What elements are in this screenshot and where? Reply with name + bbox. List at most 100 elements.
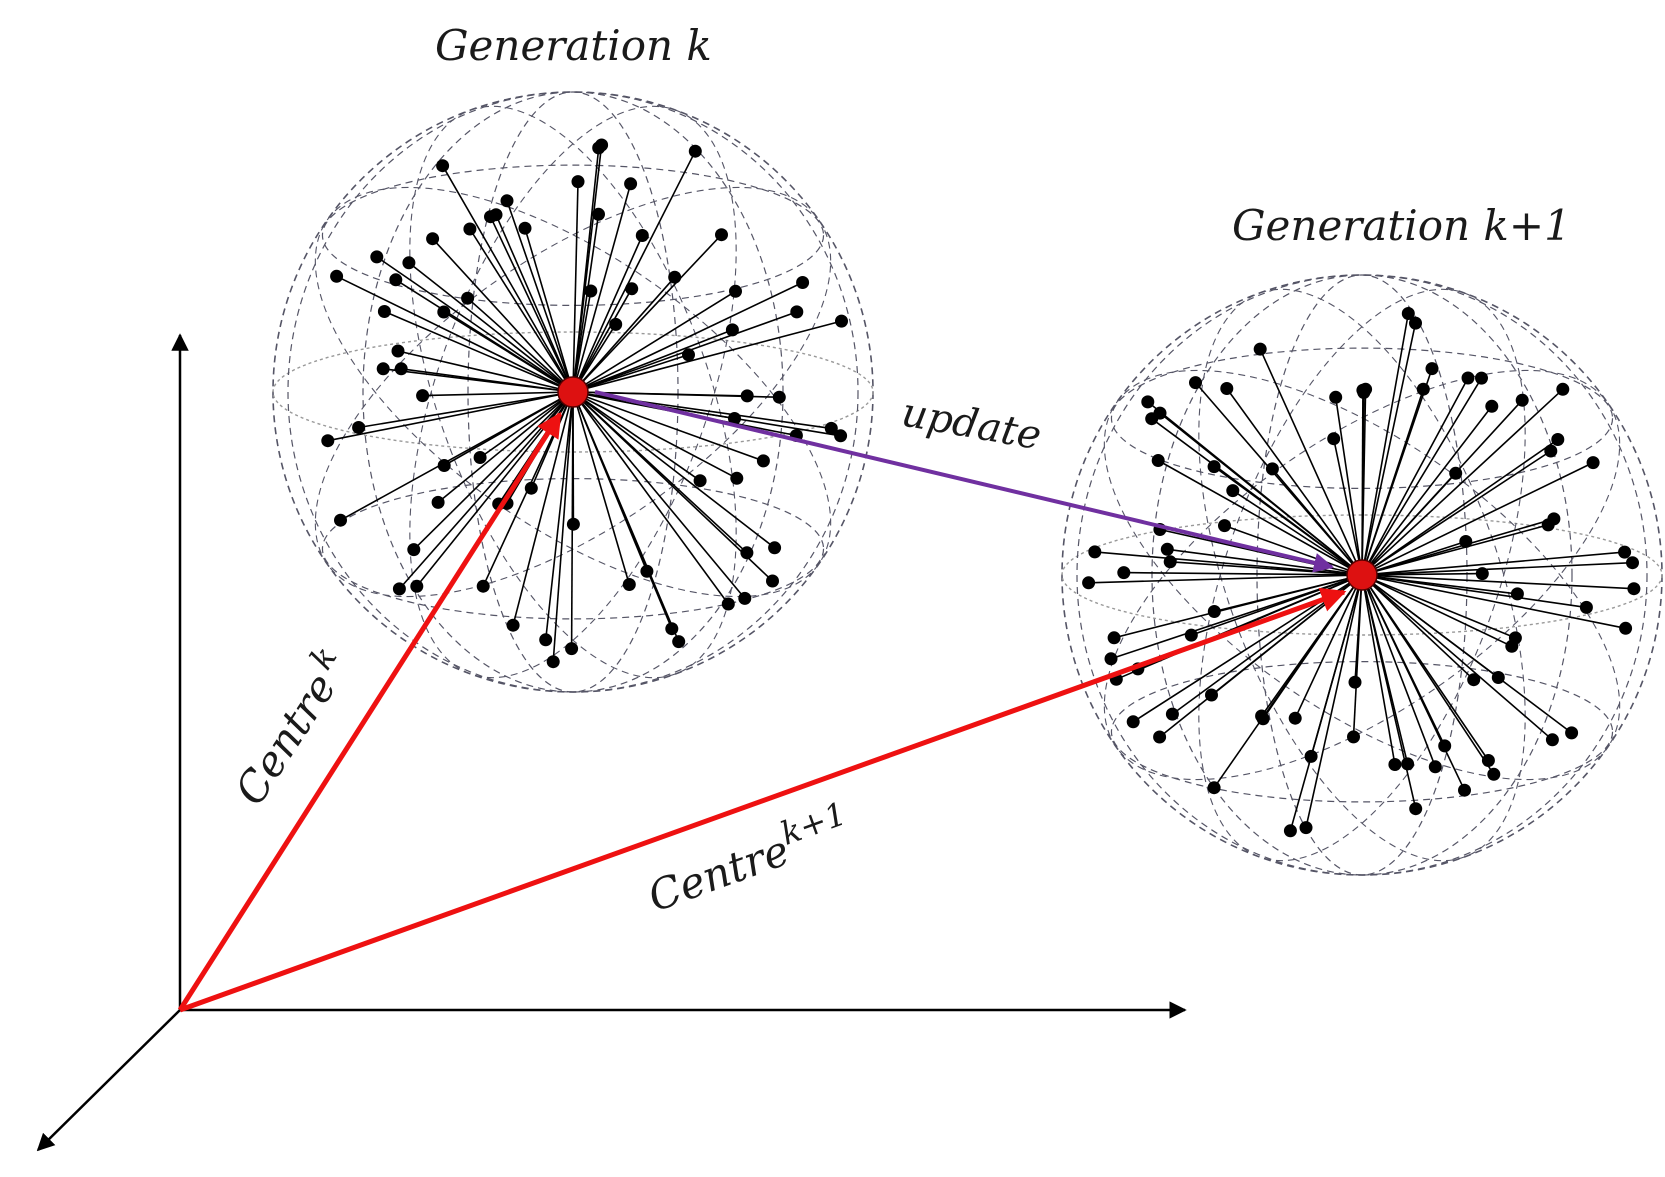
sample-ray bbox=[1191, 574, 1363, 636]
sample-ray bbox=[1361, 518, 1555, 576]
sample-ray bbox=[572, 391, 673, 630]
sample-point bbox=[473, 451, 487, 464]
sample-point bbox=[436, 159, 450, 173]
sample-ray bbox=[1361, 388, 1425, 576]
sample-ray bbox=[1305, 574, 1363, 828]
sample-ray bbox=[358, 391, 574, 429]
sample-point bbox=[1388, 758, 1402, 771]
sample-point bbox=[416, 389, 430, 403]
sample-point bbox=[1165, 707, 1179, 721]
sample-ray bbox=[572, 290, 736, 393]
sample-ray bbox=[1334, 397, 1363, 576]
sample-ray bbox=[1361, 574, 1475, 681]
sample-ray bbox=[384, 310, 574, 393]
sample-point bbox=[1551, 433, 1565, 446]
sample-point bbox=[1586, 456, 1600, 470]
sample-point bbox=[1205, 688, 1218, 702]
sample-point bbox=[1256, 712, 1270, 726]
sample-point bbox=[431, 495, 445, 509]
sample-point bbox=[609, 317, 623, 331]
sample-point bbox=[1327, 432, 1341, 446]
sphere-meridian bbox=[287, 91, 859, 693]
sample-point bbox=[1627, 582, 1641, 596]
sample-ray bbox=[1361, 389, 1367, 576]
sample-ray bbox=[479, 391, 574, 459]
sample-point bbox=[1618, 545, 1632, 559]
sample-point bbox=[584, 284, 598, 298]
sample-ray bbox=[572, 391, 764, 462]
sample-point bbox=[592, 207, 605, 221]
sample-point bbox=[835, 314, 848, 328]
generation-k1-title: Generation k+1 bbox=[1232, 201, 1571, 250]
sample-ray bbox=[1232, 489, 1363, 576]
sample-point bbox=[1163, 555, 1177, 569]
sample-point bbox=[1220, 382, 1234, 395]
sample-ray bbox=[327, 391, 574, 442]
sample-ray bbox=[572, 276, 676, 393]
sample-ray bbox=[1361, 450, 1552, 576]
sample-ray bbox=[1151, 418, 1363, 576]
sample-ray bbox=[572, 391, 780, 398]
sample-point bbox=[1189, 376, 1202, 390]
sample-ray bbox=[1361, 574, 1446, 747]
sample-point bbox=[1409, 316, 1422, 330]
sample-ray bbox=[376, 256, 574, 393]
sample-point bbox=[1218, 519, 1231, 533]
sample-point bbox=[1619, 621, 1633, 635]
sample-point bbox=[796, 276, 810, 289]
sample-point bbox=[834, 429, 848, 443]
sample-ray bbox=[443, 391, 574, 467]
sample-ray bbox=[441, 165, 574, 393]
sample-ray bbox=[552, 391, 574, 662]
sample-point bbox=[1510, 587, 1524, 601]
sample-point bbox=[334, 513, 347, 527]
sample-point bbox=[1545, 733, 1559, 747]
sample-ray bbox=[1214, 574, 1363, 613]
centre-k-label-base: Centre bbox=[225, 664, 346, 813]
sample-ray bbox=[572, 235, 644, 393]
sample-ray bbox=[1361, 574, 1518, 595]
sample-point bbox=[437, 305, 451, 319]
sample-point bbox=[592, 141, 606, 155]
sample-point bbox=[1117, 566, 1131, 580]
sample-point bbox=[1401, 757, 1415, 771]
centre-k1-label-sup: k+1 bbox=[776, 794, 852, 852]
sample-point bbox=[1438, 739, 1452, 753]
sample-point bbox=[565, 642, 579, 656]
sample-ray bbox=[422, 391, 574, 397]
sample-point bbox=[665, 622, 679, 636]
sample-ray bbox=[1361, 551, 1625, 576]
sample-point bbox=[321, 434, 335, 448]
sample-ray bbox=[1361, 438, 1559, 576]
sphere-equator bbox=[272, 331, 874, 453]
sample-ray bbox=[1123, 571, 1363, 576]
sample-ray bbox=[572, 354, 689, 393]
sample-point bbox=[1145, 412, 1159, 426]
sample-point bbox=[1487, 767, 1501, 781]
sample-ray bbox=[572, 183, 632, 393]
sphere-latitude bbox=[321, 164, 825, 307]
sample-ray bbox=[1361, 574, 1513, 648]
centre-k-vector bbox=[177, 411, 563, 1012]
sample-point bbox=[1565, 726, 1579, 740]
sample-ray bbox=[1259, 348, 1363, 576]
sample-point bbox=[1491, 671, 1505, 684]
update-vector bbox=[594, 390, 1334, 573]
sample-point bbox=[1485, 399, 1499, 413]
centre-vectors bbox=[177, 390, 1347, 1013]
sample-point bbox=[539, 633, 553, 647]
sample-point bbox=[1082, 576, 1096, 590]
sample-ray bbox=[1361, 574, 1587, 609]
sample-point bbox=[1626, 556, 1639, 570]
sample-ray bbox=[524, 227, 574, 393]
sample-point bbox=[824, 421, 838, 435]
sample-point bbox=[1461, 371, 1475, 385]
sample-ray bbox=[572, 391, 631, 585]
sample-point bbox=[1151, 454, 1165, 467]
sample-point bbox=[1184, 628, 1198, 642]
sample-point bbox=[625, 282, 639, 296]
sample-point bbox=[1265, 462, 1279, 476]
sample-ray bbox=[572, 320, 842, 393]
sample-point bbox=[410, 579, 424, 593]
